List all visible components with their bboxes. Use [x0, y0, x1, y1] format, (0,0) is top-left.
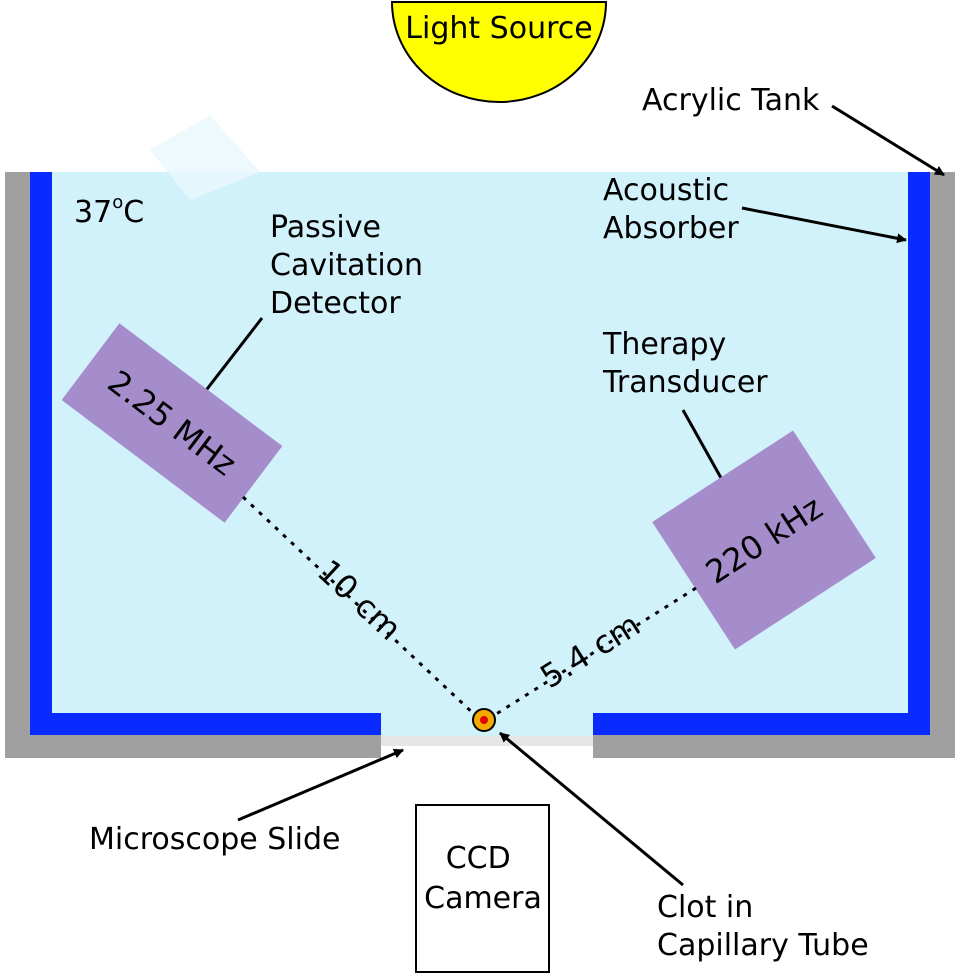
ccd-camera-label: CCD Camera: [424, 841, 542, 916]
ccd-camera: [415, 804, 550, 973]
therapy-transducer: 220 kHz: [652, 430, 876, 650]
pcd-arrow: [195, 317, 264, 403]
pcd-label: Passive Cavitation Detector: [270, 210, 433, 321]
microscope-slide-label: Microscope Slide: [89, 822, 340, 857]
acoustic-absorber: [30, 172, 930, 735]
clot-arrow: [499, 731, 684, 887]
light-source-label: Light Source: [405, 11, 592, 46]
temperature-label: 37oC: [74, 192, 144, 230]
pcd-distance-line: [241, 495, 478, 718]
clot: [472, 708, 496, 732]
microscope-slide: [381, 736, 593, 746]
light-beam: [150, 115, 260, 200]
acoustic-absorber-label: Acoustic Absorber: [603, 173, 739, 246]
acrylic-tank-arrow: [831, 104, 945, 177]
clot-label: Clot in Capillary Tube: [657, 890, 869, 963]
therapy-distance-line: [492, 586, 697, 718]
acrylic-tank: [5, 172, 955, 758]
light-source: [390, 1, 608, 103]
acrylic-tank-label: Acrylic Tank: [642, 83, 820, 118]
microscope-slide-arrow: [237, 748, 404, 822]
acoustic-absorber-arrow: [741, 206, 907, 244]
therapy-label: Therapy Transducer: [602, 327, 768, 400]
